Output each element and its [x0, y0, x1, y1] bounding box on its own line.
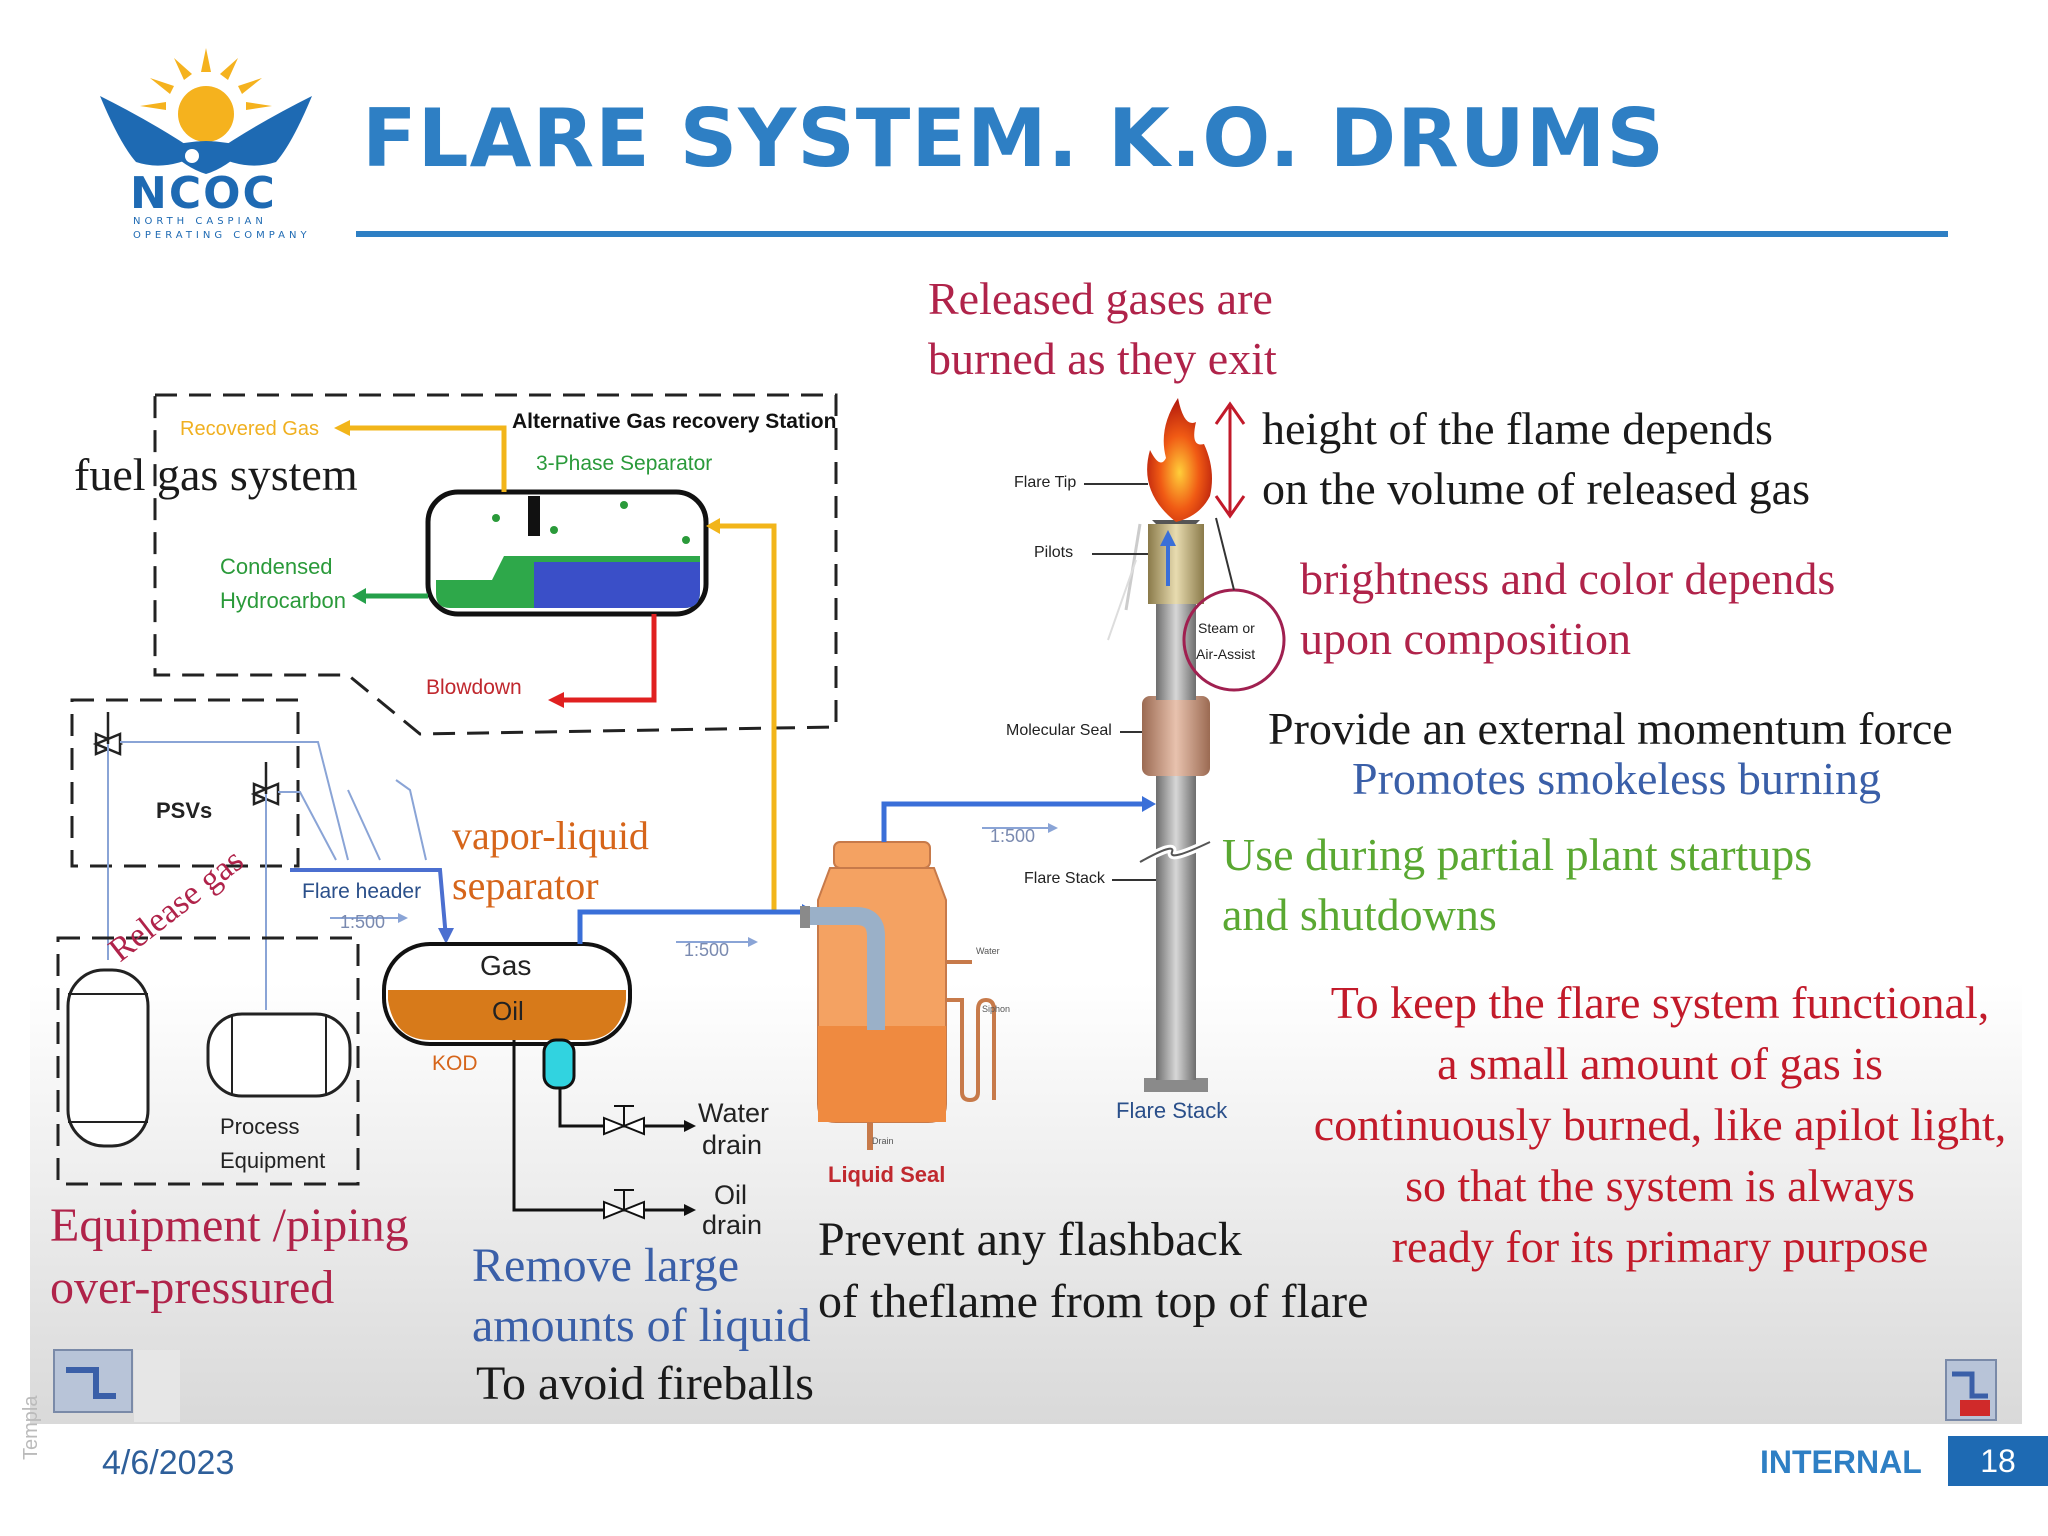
annotation-brightness-2: upon composition	[1300, 613, 1631, 664]
annotation-remove-2: amounts of liquid	[472, 1299, 811, 1352]
annotation-smokeless: Promotes smokeless burning	[1352, 753, 1881, 804]
label-flare-tip: Flare Tip	[1014, 474, 1077, 491]
label-air-assist: Air-Assist	[1196, 646, 1256, 662]
label-molecular-seal: Molecular Seal	[1006, 722, 1112, 739]
label-vessel-drain: Drain	[872, 1136, 894, 1146]
label-three-phase-separator: 3-Phase Separator	[536, 452, 713, 475]
kod-gas-outlet-pipe	[577, 909, 810, 944]
annotation-flashback-2: of theflame from top of flare	[818, 1275, 1369, 1328]
annotation-startup-2: and shutdowns	[1222, 889, 1497, 940]
flare-stack	[1107, 520, 1212, 1092]
water-drain-pipe	[558, 1088, 690, 1128]
annotation-keep-4: so that the system is always	[1405, 1160, 1915, 1211]
label-recovered-gas: Recovered Gas	[180, 418, 319, 440]
ncoc-logo	[96, 44, 316, 244]
logo-wordmark: NCOC	[130, 168, 277, 219]
annotation-released-2: burned as they exit	[928, 333, 1277, 384]
gas-recovery-boundary	[153, 393, 838, 736]
ncoc-emblem-icon	[100, 48, 312, 174]
psv-boundary	[70, 698, 300, 868]
label-condensed: Condensed	[220, 554, 333, 579]
footer-classification: INTERNAL	[1760, 1444, 1922, 1480]
label-oil-drain-oil: Oil	[714, 1180, 747, 1210]
piping-mantra-logo-right	[1945, 1359, 1997, 1421]
label-vessel-water: Water	[976, 946, 1000, 956]
annotation-vapor-liquid-2: separator	[452, 863, 599, 908]
label-flare-stack: Flare Stack	[1024, 870, 1105, 887]
diagram-background	[30, 262, 2022, 1424]
annotation-startup-1: Use during partial plant startups	[1222, 829, 1813, 880]
label-hydrocarbon: Hydrocarbon	[220, 588, 346, 613]
annotation-momentum: Provide an external momentum force	[1268, 703, 1953, 754]
label-liquid-seal: Liquid Seal	[828, 1162, 946, 1187]
slide-title: FLARE SYSTEM. K.O. DRUMS	[362, 92, 1665, 185]
label-ratio-seal: 1:500	[990, 826, 1036, 846]
drain-valve-icon	[603, 1105, 645, 1220]
label-vessel-siphon: Siphon	[982, 1004, 1011, 1014]
flare-system-diagram	[30, 262, 2022, 1424]
template-label: Templa	[20, 1395, 42, 1460]
label-gas: Gas	[480, 950, 532, 981]
annotation-equipment-piping-2: over-pressured	[50, 1261, 335, 1314]
flare-header-pipe	[290, 868, 448, 939]
piping-mantra-logo-left	[53, 1349, 180, 1422]
label-process: Process	[220, 1114, 300, 1139]
annotation-released-1: Released gases are	[928, 273, 1273, 324]
logo-subtitle-line1: NORTH CASPIAN	[133, 216, 267, 227]
label-equipment: Equipment	[220, 1148, 326, 1173]
label-oil-drain: drain	[702, 1210, 763, 1240]
equipment-boundary	[56, 936, 360, 1186]
logo-subtitle-line2: OPERATING COMPANY	[133, 230, 311, 241]
footer-date: 4/6/2023	[102, 1444, 235, 1482]
label-steam-or: Steam or	[1198, 620, 1255, 636]
label-kod: KOD	[432, 1052, 478, 1075]
annotation-remove-1: Remove large	[472, 1239, 740, 1292]
liquid-seal-vessel	[800, 841, 996, 1150]
annotation-fuel-gas: fuel gas system	[74, 449, 358, 500]
knock-out-drum	[382, 942, 632, 1090]
annotation-avoid-fireballs: To avoid fireballs	[476, 1357, 814, 1410]
label-flare-stack-bottom: Flare Stack	[1116, 1098, 1228, 1123]
annotation-height-1: height of the flame depends	[1262, 403, 1773, 454]
label-pilots: Pilots	[1034, 544, 1074, 561]
horizontal-vessel	[206, 1012, 352, 1098]
label-flare-header: Flare header	[302, 880, 422, 903]
label-alternative-station: Alternative Gas recovery Station	[512, 410, 837, 433]
seal-to-stack-pipe	[881, 801, 1150, 842]
vertical-vessel	[66, 968, 150, 1148]
annotation-height-2: on the volume of released gas	[1262, 463, 1810, 514]
gas-recovery-feed-pipe	[712, 523, 777, 914]
label-oil: Oil	[492, 996, 524, 1026]
annotation-keep-5: ready for its primary purpose	[1391, 1221, 1929, 1272]
annotation-brightness-1: brightness and color depends	[1300, 553, 1836, 604]
annotation-flashback-1: Prevent any flashback	[818, 1213, 1242, 1266]
label-ratio-header: 1:500	[340, 912, 386, 932]
recovered-gas-pipe	[342, 425, 507, 492]
blowdown-pipe	[560, 614, 657, 703]
label-water: Water	[698, 1098, 770, 1128]
annotation-keep-functional: To keep the flare system functional, a s…	[1300, 972, 2020, 1277]
title-divider	[356, 231, 1948, 237]
annotation-keep-2: a small amount of gas is	[1437, 1038, 1883, 1089]
annotation-equipment-piping-1: Equipment /piping	[50, 1199, 409, 1252]
annotation-keep-3: continuously burned, like apilot light,	[1313, 1099, 2007, 1150]
label-psvs: PSVs	[156, 798, 213, 823]
relief-lines	[107, 741, 427, 1010]
annotation-vapor-liquid-1: vapor-liquid	[452, 813, 649, 858]
stack-label-leaders	[1084, 483, 1156, 881]
label-ratio-kod: 1:500	[684, 940, 730, 960]
label-water-drain: drain	[702, 1130, 763, 1160]
page-number: 18	[1948, 1436, 2048, 1486]
flame-icon	[1147, 398, 1212, 522]
annotation-keep-1: To keep the flare system functional,	[1330, 977, 1990, 1028]
three-phase-separator	[425, 489, 709, 617]
label-blowdown: Blowdown	[426, 676, 522, 699]
